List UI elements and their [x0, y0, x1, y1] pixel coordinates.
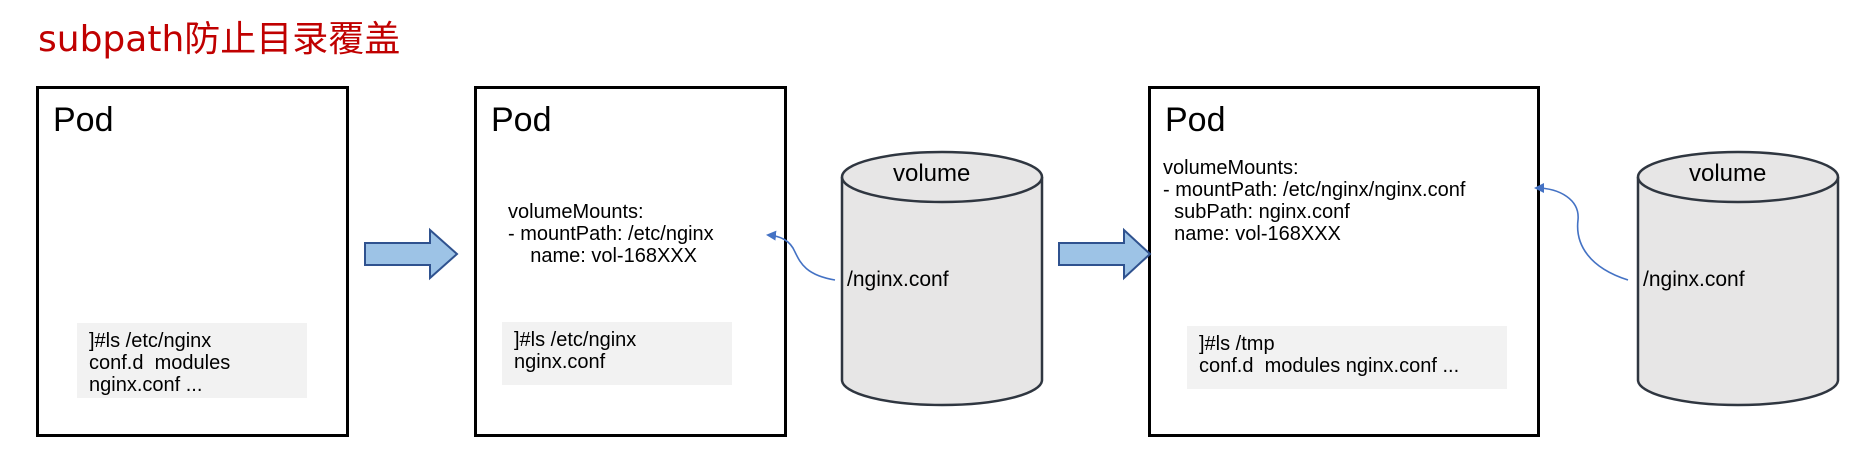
- page-title: subpath防止目录覆盖: [38, 19, 401, 60]
- pod-box-3: Pod volumeMounts: - mountPath: /etc/ngin…: [1148, 86, 1540, 437]
- pod-label: Pod: [1165, 101, 1226, 139]
- ls-output-box: ]#ls /etc/nginx conf.d modules nginx.con…: [77, 323, 307, 398]
- block-arrow-right-2: [1058, 227, 1152, 281]
- pod-box-1: Pod ]#ls /etc/nginx conf.d modules nginx…: [36, 86, 349, 437]
- volume-cylinder-1: [840, 150, 1044, 407]
- pod-label: Pod: [491, 101, 552, 139]
- mount-connector-arrow-2: [1534, 183, 1629, 281]
- volume-file-label: /nginx.conf: [847, 268, 949, 291]
- volume-mounts-spec: volumeMounts: - mountPath: /etc/nginx/ng…: [1163, 157, 1466, 245]
- ls-output-box: ]#ls /etc/nginx nginx.conf: [502, 322, 732, 385]
- volume-file-label: /nginx.conf: [1643, 268, 1745, 291]
- volume-mounts-spec: volumeMounts: - mountPath: /etc/nginx na…: [508, 201, 714, 267]
- pod-box-2: Pod volumeMounts: - mountPath: /etc/ngin…: [474, 86, 787, 437]
- volume-label: volume: [1689, 160, 1767, 187]
- volume-cylinder-2: [1636, 150, 1840, 407]
- volume-label: volume: [893, 160, 971, 187]
- block-arrow-right-1: [364, 227, 459, 281]
- mount-connector-arrow-1: [766, 230, 836, 281]
- ls-output-box: ]#ls /tmp conf.d modules nginx.conf ...: [1187, 326, 1507, 389]
- pod-label: Pod: [53, 101, 114, 139]
